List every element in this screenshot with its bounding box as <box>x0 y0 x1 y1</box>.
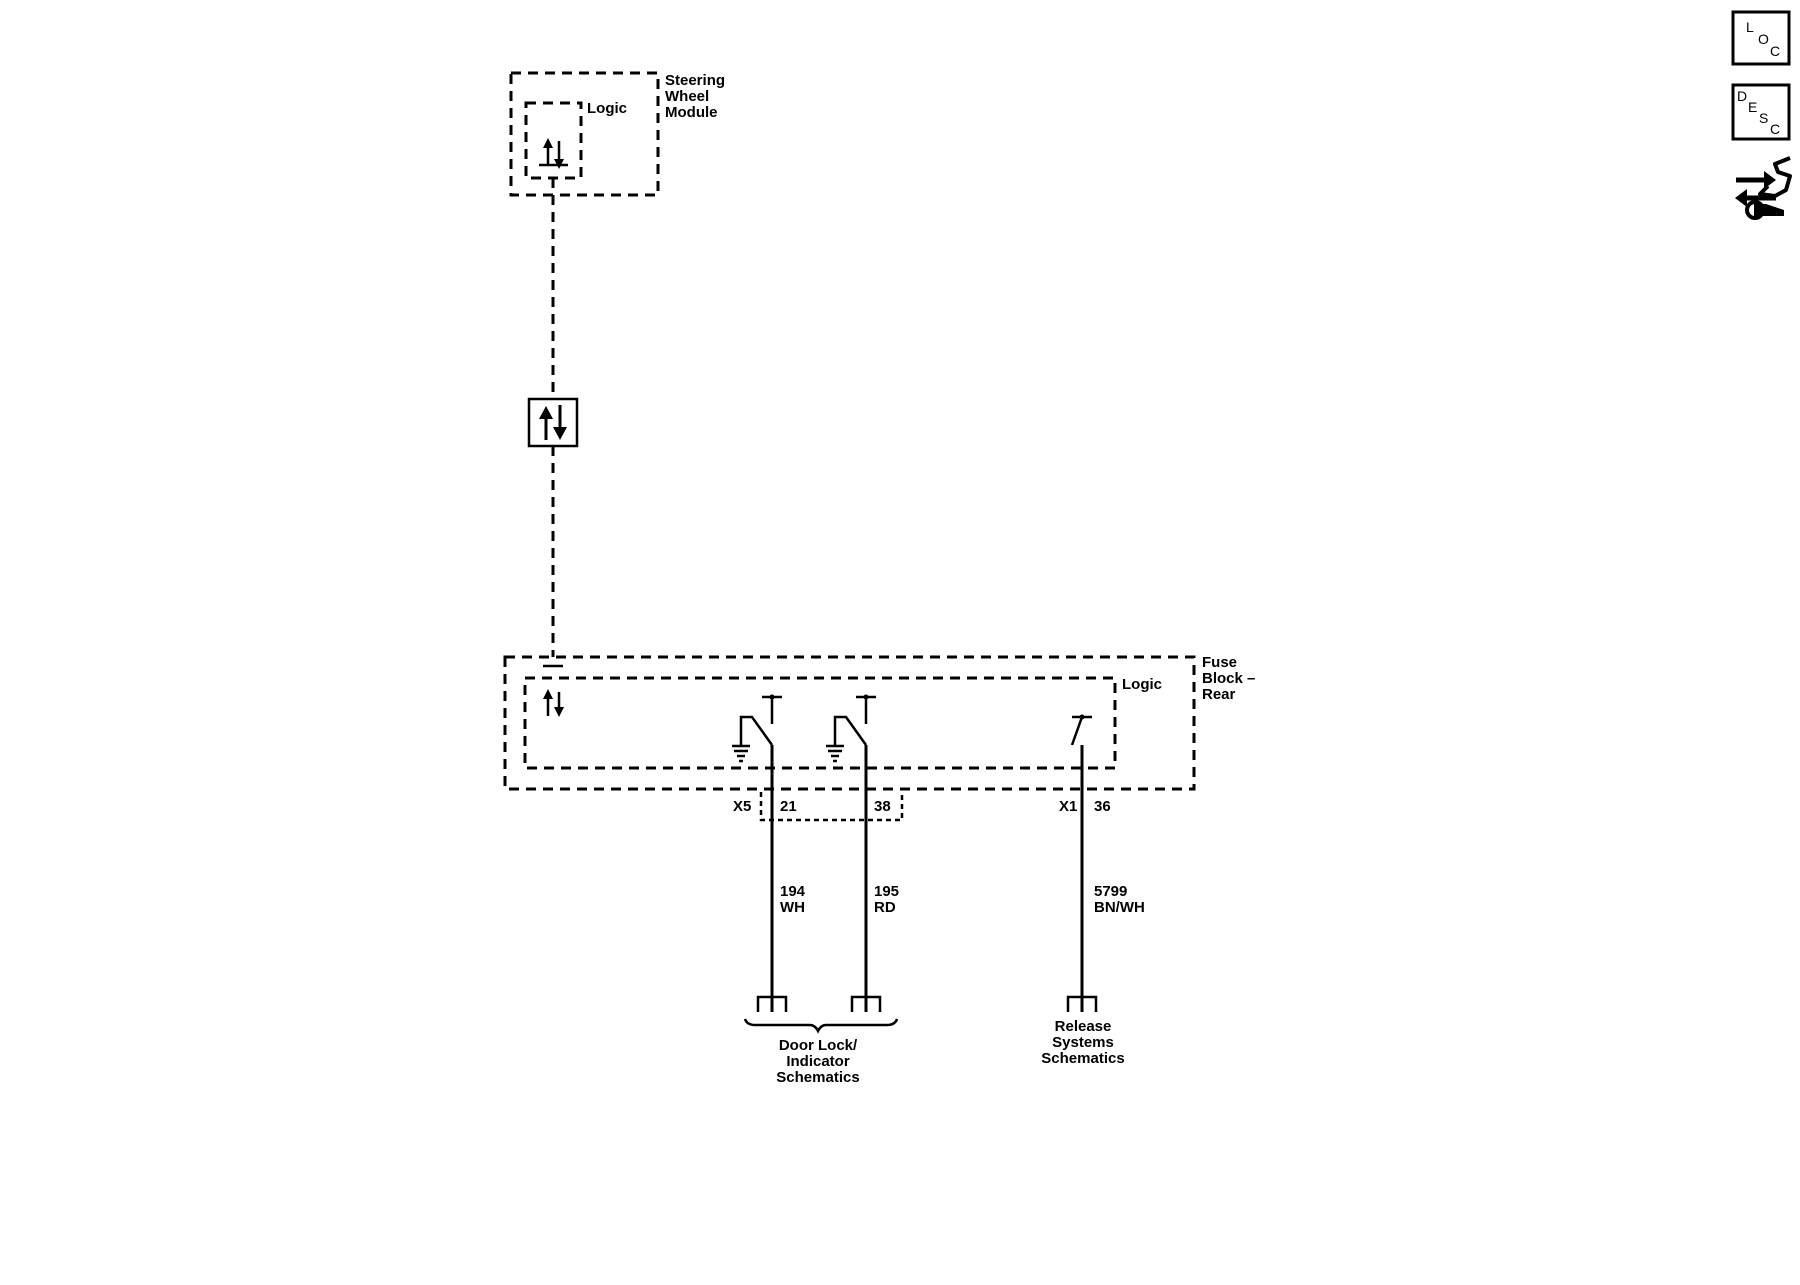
svg-text:Block –: Block – <box>1202 670 1255 687</box>
svg-text:Door Lock/[interactable]: Door Lock/ <box>779 1037 858 1054</box>
door-lock-bracket <box>743 1018 899 1034</box>
connector-x5-pin-38: 38 <box>874 798 891 815</box>
wire-195-circuit: 195 <box>874 883 899 900</box>
fuse-block-rear-name: Fuse Block – Rear <box>1202 654 1255 703</box>
connector-x5-pin-21: 21 <box>780 798 797 815</box>
wire-194: 194 WH <box>770 745 806 1012</box>
steering-wheel-module: Logic Steering Wheel Module <box>509 71 725 197</box>
terminal-door-lock-194 <box>756 995 788 1012</box>
connector-x5-outline <box>759 792 904 822</box>
serial-data-arrows-icon <box>539 405 567 440</box>
wire-5799: 5799 BN/WH <box>1080 745 1145 1012</box>
steering-wheel-serial-data-arrows-icon <box>539 138 568 169</box>
fuse-block-serial-data-arrows-icon <box>543 689 564 717</box>
wire-194-circuit: 194 <box>780 883 806 900</box>
connector-x5: X5 21 38 <box>733 792 904 822</box>
connector-end-view-button[interactable] <box>1735 156 1792 220</box>
ground-icon <box>826 744 844 763</box>
low-side-driver-switch-194 <box>732 694 782 763</box>
description-button[interactable]: D E S C <box>1731 83 1791 141</box>
svg-text:Release[interactable]: Release <box>1055 1018 1112 1035</box>
steering-wheel-module-outline <box>509 71 660 197</box>
fuse-block-outline <box>503 655 1196 791</box>
input-switch-5799 <box>1070 714 1092 746</box>
wire-195-color: RD <box>874 899 896 916</box>
svg-text:Steering: Steering <box>665 72 725 89</box>
steering-wheel-module-name: Steering Wheel Module <box>665 72 725 121</box>
fuse-block-logic-box <box>523 676 1117 770</box>
svg-text:C: C <box>1770 121 1780 137</box>
svg-text:Fuse: Fuse <box>1202 654 1237 671</box>
svg-text:Schematics[interactable]: Schematics <box>1041 1050 1124 1067</box>
connector-x1-pin-36: 36 <box>1094 798 1111 815</box>
svg-text:E: E <box>1748 99 1757 115</box>
wire-5799-color: BN/WH <box>1094 899 1145 916</box>
location-view-button[interactable]: L O C <box>1731 10 1791 66</box>
svg-text:Wheel: Wheel <box>665 88 709 105</box>
serial-data-symbol <box>527 397 579 448</box>
svg-text:Schematics[interactable]: Schematics <box>776 1069 859 1086</box>
wire-195: 195 RD <box>864 745 899 1012</box>
terminal-door-lock-195 <box>850 995 882 1012</box>
svg-text:Rear: Rear <box>1202 686 1236 703</box>
svg-text:S: S <box>1759 110 1768 126</box>
steering-wheel-logic-box <box>524 101 583 180</box>
connector-x1: X1 36 <box>1059 798 1111 815</box>
description-icon: D <box>1737 88 1747 104</box>
svg-text:O: O <box>1758 31 1769 47</box>
svg-text:Systems[interactable]: Systems <box>1052 1034 1114 1051</box>
svg-text:Indicator[interactable]: Indicator <box>786 1053 850 1070</box>
connector-x5-label: X5 <box>733 798 751 815</box>
svg-text:Module: Module <box>665 104 718 121</box>
connector-end-view-icon <box>1735 156 1792 220</box>
wire-194-color: WH <box>780 899 805 916</box>
fuse-block-logic-label: Logic <box>1122 676 1162 693</box>
svg-text:C: C <box>1770 43 1780 59</box>
wire-5799-circuit: 5799 <box>1094 883 1127 900</box>
steering-wheel-logic-label: Logic <box>587 100 627 117</box>
fuse-block-rear: Logic Fuse Block – Rear <box>503 654 1255 791</box>
release-systems-reference[interactable]: Release Systems Schematics <box>1041 1018 1124 1067</box>
location-view-icon: L <box>1746 19 1754 35</box>
low-side-driver-switch-195 <box>826 694 876 763</box>
connector-x1-label: X1 <box>1059 798 1077 815</box>
terminal-release-5799 <box>1066 995 1098 1012</box>
door-lock-indicator-reference[interactable]: Door Lock/ Indicator Schematics <box>776 1037 859 1086</box>
ground-icon <box>732 744 750 763</box>
